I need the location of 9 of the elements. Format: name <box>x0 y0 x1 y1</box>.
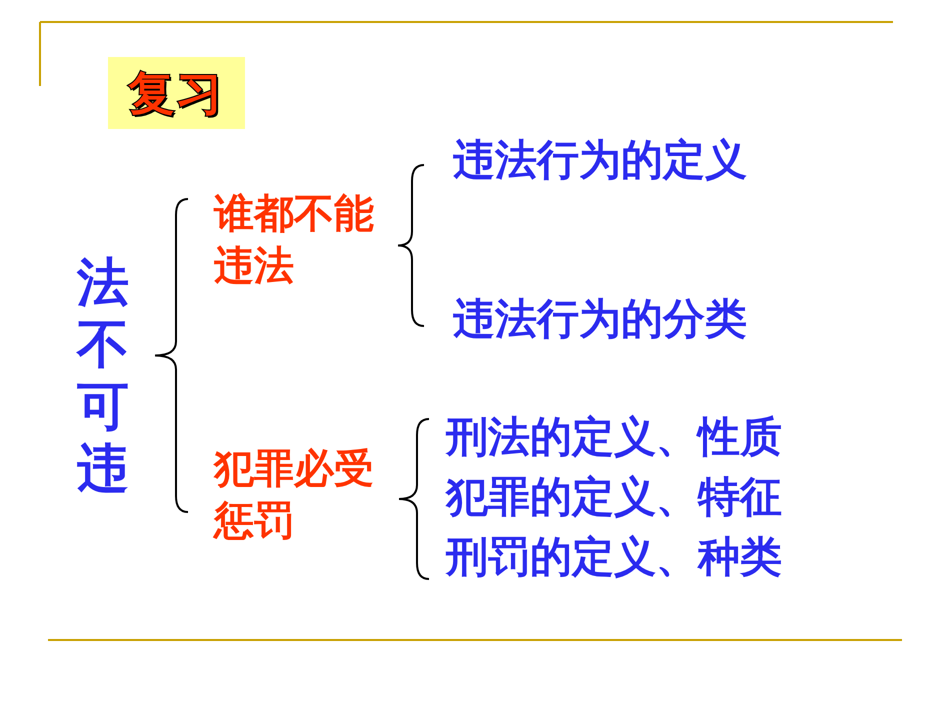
item-text: 刑法的定义、性质 <box>446 411 783 463</box>
item-text: 违法行为的定义 <box>453 134 748 186</box>
topic-text: 法不可违 <box>75 252 130 500</box>
branch-text: 犯罪必受惩罚 <box>214 445 375 546</box>
title-badge: 复习 <box>108 57 245 129</box>
item-text: 刑罚的定义、种类 <box>446 531 783 583</box>
item-text: 违法行为的分类 <box>453 293 748 345</box>
branch-text: 谁都不能违法 <box>214 190 375 291</box>
item-text: 犯罪的定义、特征 <box>446 471 783 523</box>
